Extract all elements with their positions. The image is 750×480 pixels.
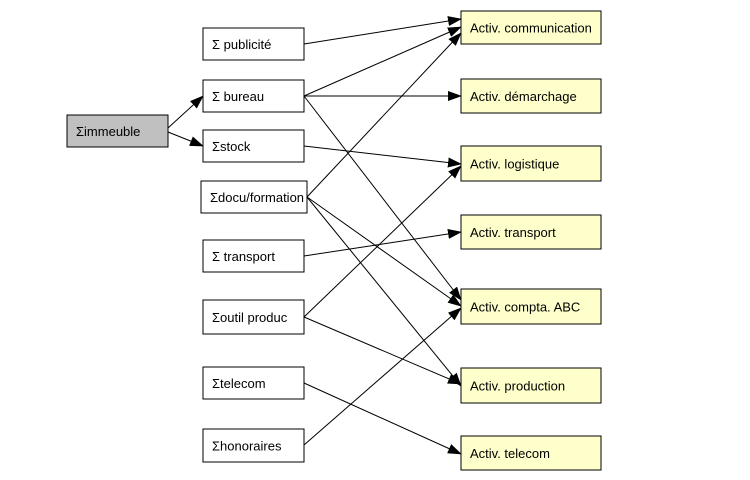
node-label-immeuble: Σimmeuble [76, 124, 140, 139]
edge-outil-to-act_prod [303, 316, 462, 385]
edge-docu-to-act_prod [306, 196, 462, 387]
node-publicite: Σ publicité [202, 27, 305, 61]
node-box-act_logist [460, 145, 602, 182]
edge-stock-to-act_logist [303, 145, 462, 168]
node-label-act_transp: Activ. transport [470, 225, 556, 240]
node-label-transport: Σ transport [212, 249, 275, 264]
node-docu: Σdocu/formation [200, 180, 308, 214]
edge-immeuble-to-stock [167, 131, 204, 147]
edge-docu-to-act_compta [306, 196, 462, 307]
node-box-docu [200, 180, 308, 214]
node-box-outil [202, 299, 305, 335]
node-box-stock [202, 129, 305, 163]
node-telecom: Σtelecom [202, 366, 305, 400]
node-box-act_prod [460, 367, 602, 404]
node-label-act_prod: Activ. production [470, 379, 565, 394]
node-transport: Σ transport [202, 239, 305, 273]
edge-honoraires-to-act_compta [303, 307, 462, 446]
edge-transport-to-act_transp [303, 229, 462, 257]
edge-publicite-to-act_comm [303, 16, 462, 45]
node-label-act_demarch: Activ. démarchage [470, 89, 577, 104]
edge-telecom-to-act_telecom [303, 382, 462, 455]
node-honoraires: Σhonoraires [202, 428, 305, 463]
edge-docu-to-act_comm [306, 32, 462, 198]
node-bureau: Σ bureau [202, 79, 305, 113]
edges-layer [167, 16, 462, 455]
edge-immeuble-to-bureau [167, 95, 204, 129]
node-box-bureau [202, 79, 305, 113]
node-stock: Σstock [202, 129, 305, 163]
node-box-telecom [202, 366, 305, 400]
node-label-act_comm: Activ. communication [470, 21, 592, 36]
edge-bureau-to-act_compta [303, 95, 462, 301]
node-act_compta: Activ. compta. ABC [460, 288, 602, 325]
node-box-act_compta [460, 288, 602, 325]
node-label-honoraires: Σhonoraires [212, 439, 282, 454]
edge-outil-to-act_logist [303, 165, 462, 318]
node-box-transport [202, 239, 305, 273]
node-label-act_logist: Activ. logistique [470, 157, 559, 172]
node-label-telecom: Σtelecom [212, 376, 266, 391]
node-box-act_telecom [460, 435, 602, 471]
node-label-act_compta: Activ. compta. ABC [470, 300, 580, 315]
node-box-immeuble [66, 114, 169, 148]
node-act_transp: Activ. transport [460, 214, 602, 250]
node-immeuble: Σimmeuble [66, 114, 169, 148]
node-label-docu: Σdocu/formation [210, 190, 304, 205]
node-label-publicite: Σ publicité [212, 37, 271, 52]
node-act_demarch: Activ. démarchage [460, 78, 602, 114]
node-label-outil: Σoutil produc [212, 310, 288, 325]
node-outil: Σoutil produc [202, 299, 305, 335]
node-label-bureau: Σ bureau [212, 89, 264, 104]
node-act_prod: Activ. production [460, 367, 602, 404]
node-label-act_telecom: Activ. telecom [470, 446, 550, 461]
node-act_logist: Activ. logistique [460, 145, 602, 182]
node-act_telecom: Activ. telecom [460, 435, 602, 471]
node-box-honoraires [202, 428, 305, 463]
node-label-stock: Σstock [212, 139, 251, 154]
node-box-act_transp [460, 214, 602, 250]
nodes-layer: Σimmeuble Σ publicité Σ bureauΣstockΣdocu/… [66, 10, 602, 471]
node-box-publicite [202, 27, 305, 61]
node-box-act_demarch [460, 78, 602, 114]
edge-bureau-to-act_comm [303, 26, 462, 97]
node-box-act_comm [460, 10, 602, 45]
node-act_comm: Activ. communication [460, 10, 602, 45]
